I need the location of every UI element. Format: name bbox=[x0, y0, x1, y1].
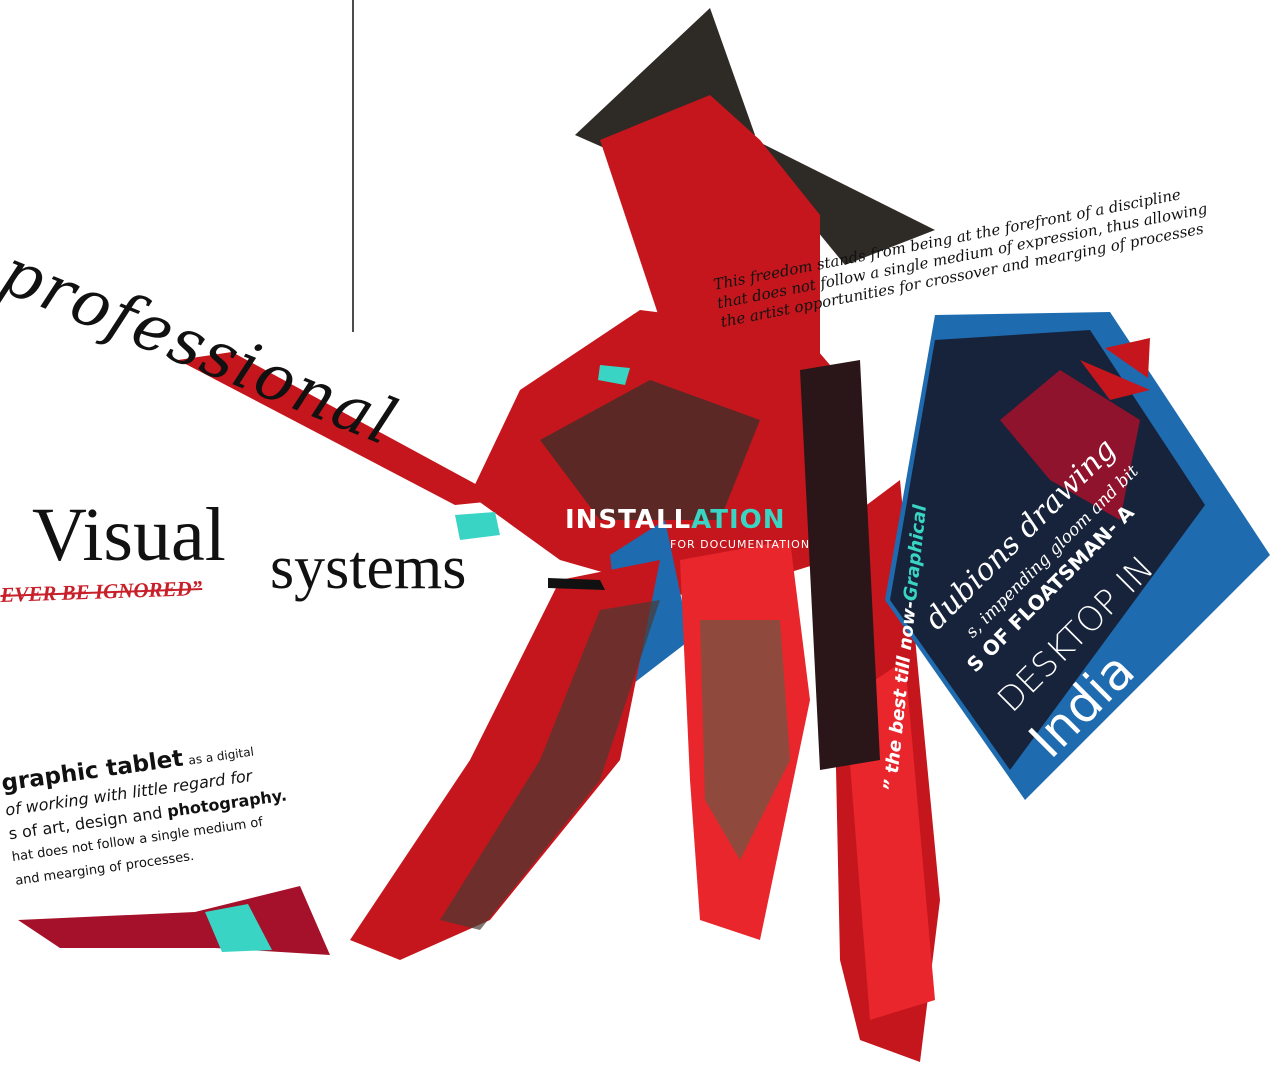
vertical-quote-mark: ” bbox=[880, 778, 903, 793]
left-leg-shade bbox=[440, 600, 660, 930]
installation-label: INSTALLATION bbox=[565, 505, 786, 535]
installation-sub: FOR DOCUMENTATION bbox=[670, 538, 811, 551]
red-sliver-2 bbox=[1080, 360, 1150, 400]
installation-main: INSTALL bbox=[565, 505, 692, 535]
title-tail bbox=[548, 578, 605, 590]
bottom-swoosh bbox=[18, 886, 330, 955]
right-wing bbox=[755, 140, 935, 265]
teal-accent-1 bbox=[455, 512, 500, 540]
title-systems: systems bbox=[270, 534, 467, 602]
title-visual: Visual bbox=[32, 493, 226, 577]
teal-accent-bottom bbox=[205, 904, 272, 952]
teal-accent-2 bbox=[598, 365, 630, 385]
red-sliver-1 bbox=[1105, 338, 1150, 378]
blue-panel-red bbox=[1000, 370, 1140, 520]
body bbox=[600, 95, 820, 380]
vertical-band bbox=[800, 360, 880, 770]
dark-torso-shade bbox=[540, 380, 760, 520]
center-column-shade bbox=[700, 620, 790, 860]
red-streak bbox=[178, 352, 505, 505]
installation-accent: ATION bbox=[691, 505, 786, 535]
